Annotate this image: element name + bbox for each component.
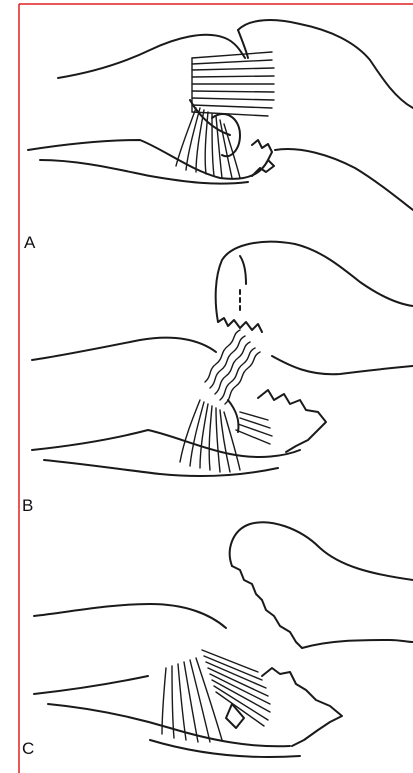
panel-b-wavy-fibers [205,330,260,404]
panel-c-upper-bone-lower [302,640,413,648]
panel-label-c: C [22,740,34,757]
panel-b-lower-bone-bottom [44,460,278,476]
panel-a-lower-bone-bottom [40,160,248,184]
panel-a-lower-bone-top [28,140,268,179]
panel-c-drawing [34,522,413,757]
panel-c-lower-bone-edge [150,740,300,757]
panel-a-fracture-fragment [252,140,274,176]
panel-a-right-bone-top [238,20,413,108]
panel-c-upper-tear [232,566,302,648]
panel-c-fracture-fragment [262,668,342,746]
panel-c-left-bone-top [34,604,226,628]
panel-a-drawing [28,20,413,210]
panel-a-fan-fibers [176,108,240,178]
panel-label-a: A [24,234,35,251]
panel-b-upper-bone-lower [272,356,413,374]
panel-b-inner-contour [228,400,239,432]
panel-label-b: B [22,497,33,514]
panel-c-upper-bone-top [230,522,413,580]
panel-a-horizontal-fibers [192,52,274,116]
panel-b-drawing [32,242,413,476]
panel-c-lower-bone-top [34,676,148,694]
panel-a-right-lower-contour [275,149,413,210]
panel-c-fan-fibers [162,650,270,742]
panel-b-fan-fibers [180,400,272,472]
panel-c-small-fragment [226,704,244,728]
panel-b-lower-bone-top [32,430,300,457]
panel-b-left-bone-top [32,338,216,360]
panel-b-upper-bone-inner [240,256,246,284]
